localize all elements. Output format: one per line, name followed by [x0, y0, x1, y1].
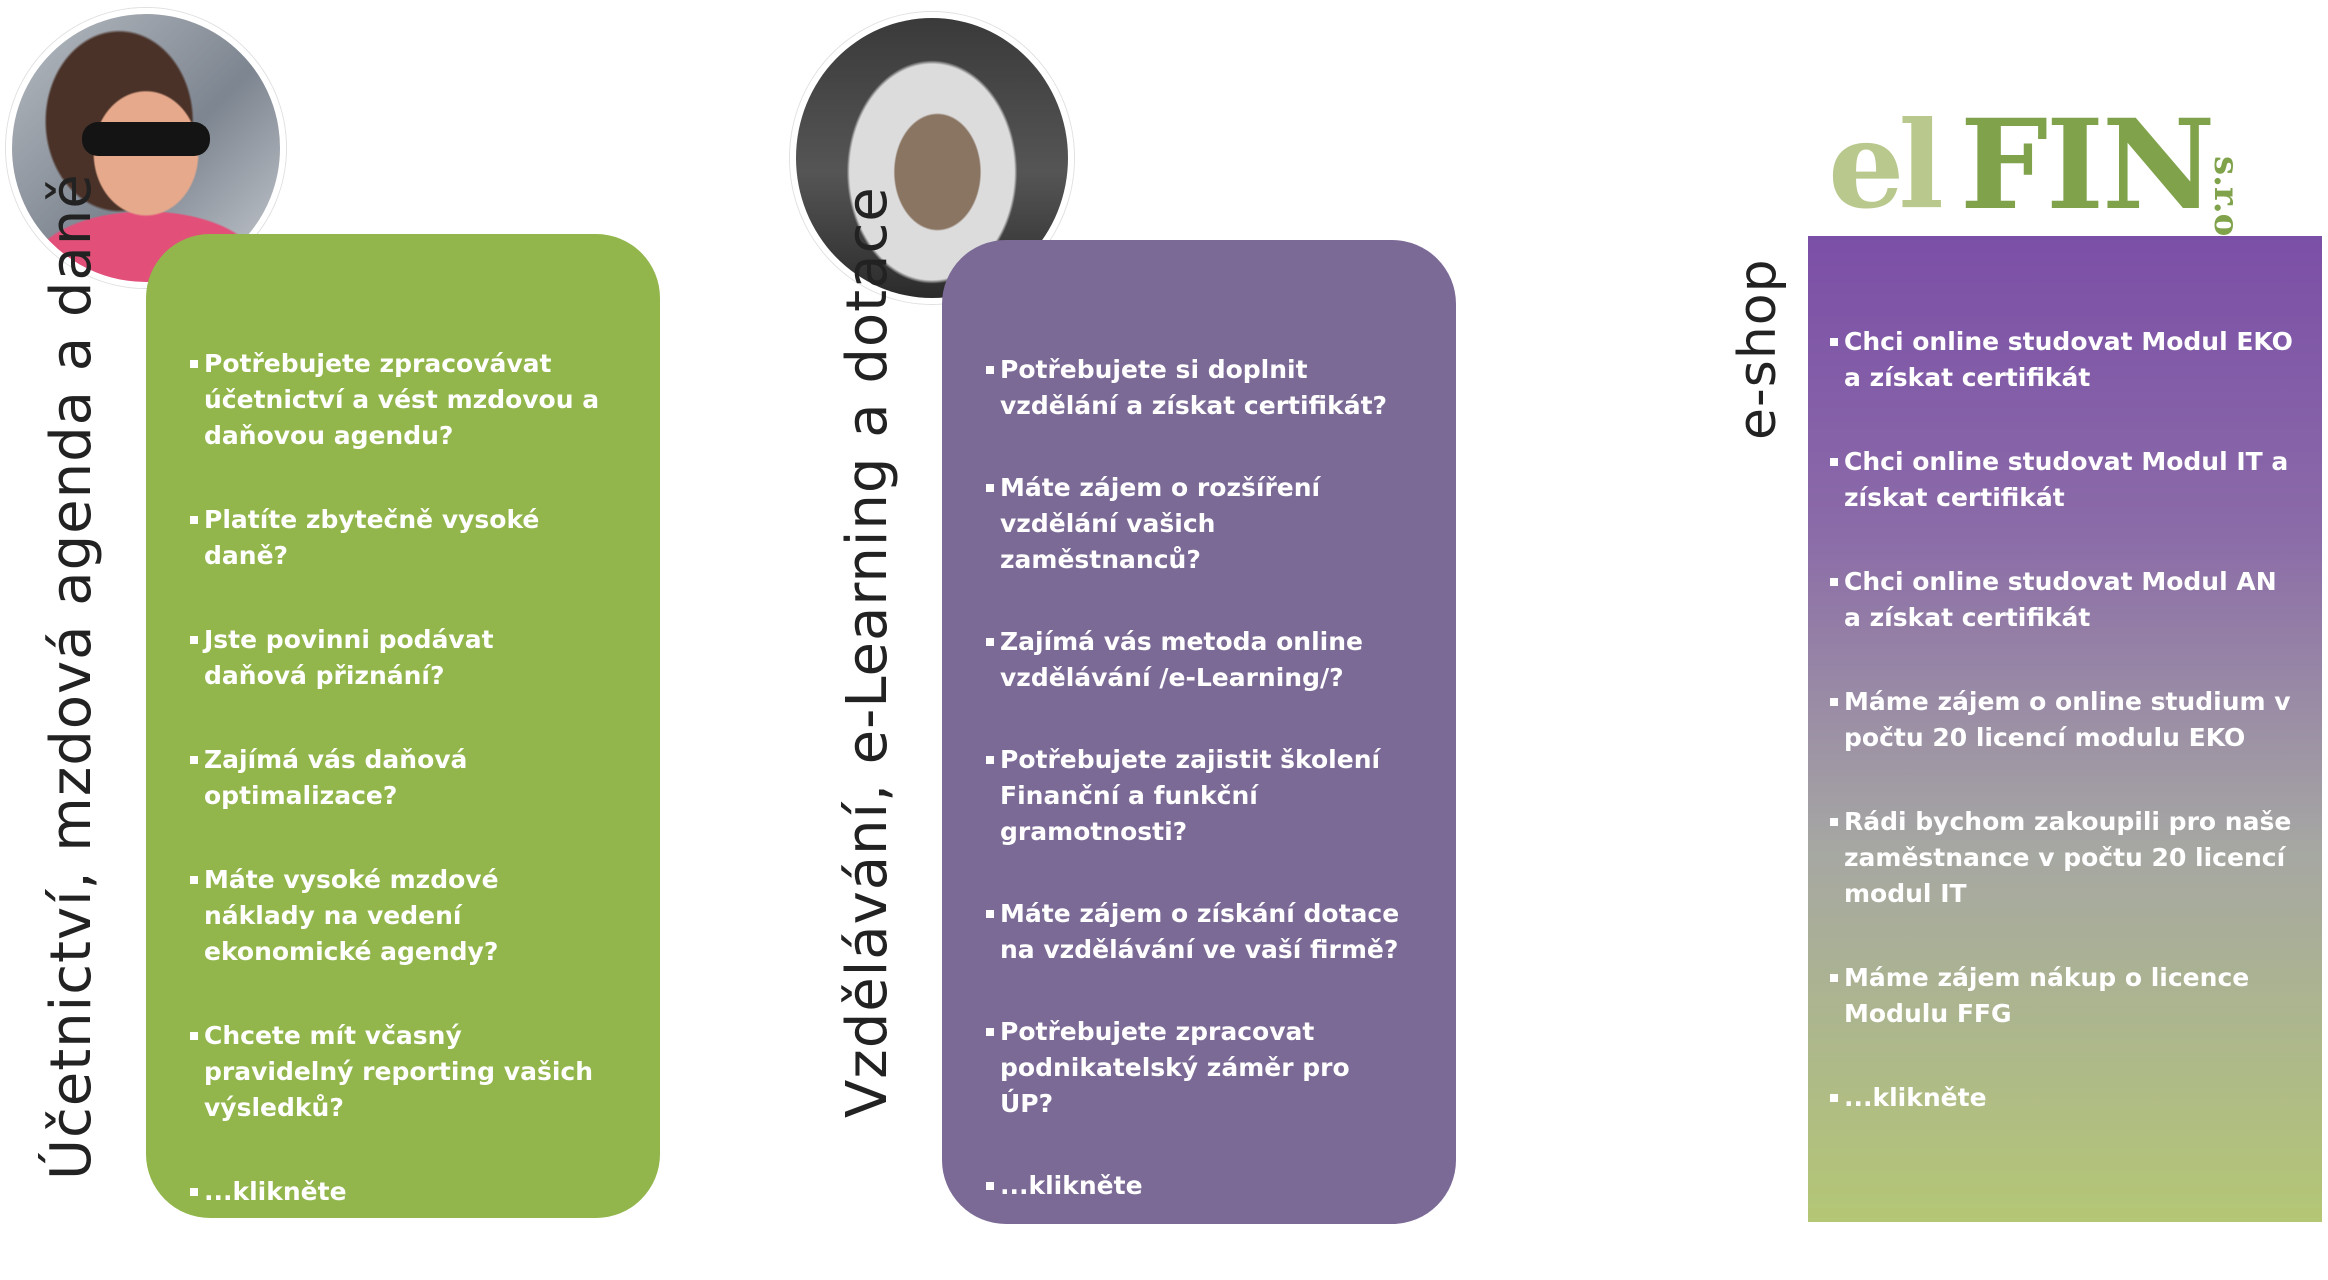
avatar-accounting-consultant [6, 8, 286, 288]
section-title-education: Vzdělávání, e-Learning a dotace [835, 186, 900, 1118]
section-title-accounting: Účetnictví, mzdová agenda a daně [39, 173, 104, 1180]
list-item[interactable]: Potřebujete zajistit školení Finanční a … [986, 742, 1406, 850]
list-item[interactable]: Máte zájem o získání dotace na vzděláván… [986, 896, 1406, 968]
list-item[interactable]: Chcete mít včasný pravidelný reporting v… [190, 1018, 600, 1126]
list-item[interactable]: Zajímá vás metoda online vzdělávání /e-L… [986, 624, 1406, 696]
list-item[interactable]: Máte vysoké mzdové náklady na vedení eko… [190, 862, 600, 970]
list-item[interactable]: Potřebujete zpracovávat účetnictví a vés… [190, 346, 600, 454]
list-item[interactable]: Platíte zbytečně vysoké daně? [190, 502, 600, 574]
click-here-link[interactable]: ...klikněte [986, 1168, 1406, 1204]
list-item[interactable]: Chci online studovat Modul EKO a získat … [1830, 324, 2302, 396]
list-item[interactable]: Máte zájem o rozšíření vzdělání vašich z… [986, 470, 1406, 578]
logo-el-text: el [1828, 95, 1944, 236]
elfin-logo: el FIN s.r.o. [1828, 93, 2288, 248]
accounting-card[interactable]: Potřebujete zpracovávat účetnictví a vés… [146, 234, 660, 1218]
logo-sro-text: s.r.o. [2206, 156, 2246, 248]
logo-sro: s.r.o. [2206, 98, 2298, 248]
eshop-card[interactable]: Chci online studovat Modul EKO a získat … [1808, 236, 2322, 1222]
list-item[interactable]: Chci online studovat Modul IT a získat c… [1830, 444, 2302, 516]
click-here-link[interactable]: ...klikněte [190, 1174, 600, 1210]
avatar-glasses [82, 122, 210, 156]
list-item[interactable]: Jste povinni podávat daňová přiznání? [190, 622, 600, 694]
section-title-eshop: e-shop [1728, 258, 1788, 440]
list-item[interactable]: Zajímá vás daňová optimalizace? [190, 742, 600, 814]
list-item[interactable]: Potřebujete zpracovat podnikatelský zámě… [986, 1014, 1406, 1122]
education-card[interactable]: Potřebujete si doplnit vzdělání a získat… [942, 240, 1456, 1224]
list-item[interactable]: Potřebujete si doplnit vzdělání a získat… [986, 352, 1406, 424]
click-here-link[interactable]: ...klikněte [1830, 1080, 2302, 1116]
list-item[interactable]: Máme zájem o online studium v počtu 20 l… [1830, 684, 2302, 756]
logo-fin-text: FIN [1960, 93, 2215, 238]
list-item[interactable]: Rádi bychom zakoupili pro naše zaměstnan… [1830, 804, 2302, 912]
list-item[interactable]: Chci online studovat Modul AN a získat c… [1830, 564, 2302, 636]
list-item[interactable]: Máme zájem nákup o licence Modulu FFG [1830, 960, 2302, 1032]
